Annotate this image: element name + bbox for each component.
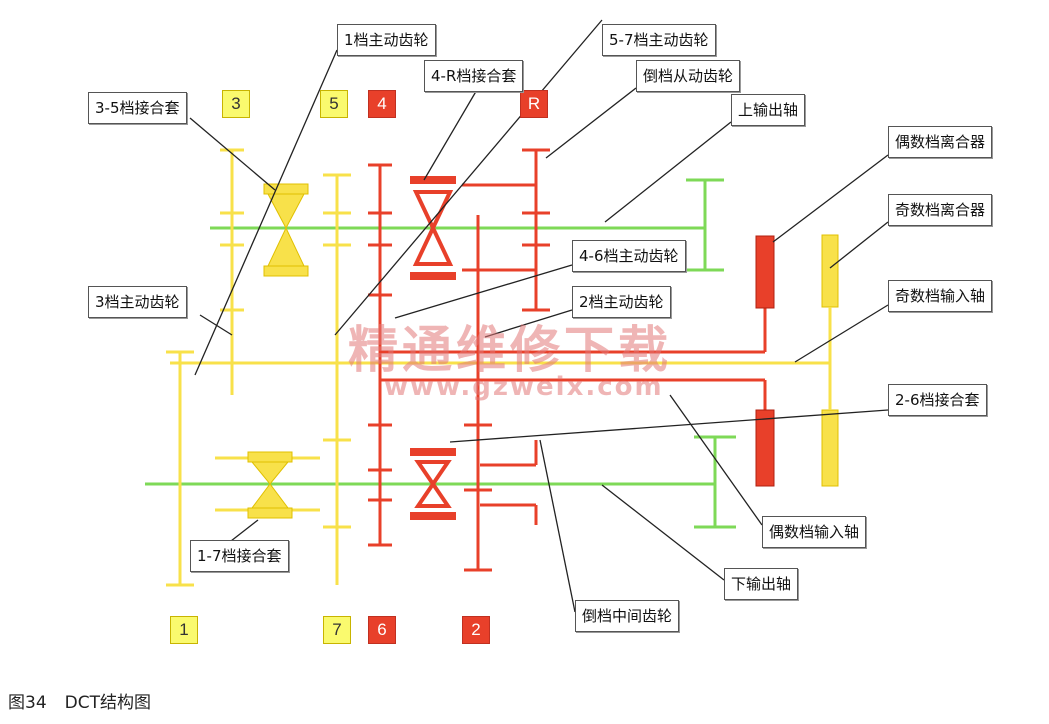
callout-sync-35: 3-5档接合套 (88, 92, 187, 124)
gear-tag-5: 5 (320, 90, 348, 118)
gear-tag-R: R (520, 90, 548, 118)
watermark-url: www.gzweix.com (384, 372, 664, 402)
callout-even-clutch: 偶数档离合器 (888, 126, 993, 158)
lower-output-shaft (145, 435, 736, 529)
leader-lines (189, 19, 889, 613)
callout-gear57-drive: 5-7档主动齿轮 (602, 24, 716, 56)
sync-26-shape (410, 448, 456, 520)
figure-caption: 图34 DCT结构图 (8, 688, 151, 713)
callout-sync-17: 1-7档接合套 (190, 540, 289, 572)
sync-35-shape (263, 183, 309, 277)
callout-gear3-drive: 3档主动齿轮 (88, 286, 187, 318)
upper-output-shaft (210, 178, 724, 272)
callout-reverse-driven: 倒档从动齿轮 (636, 60, 741, 92)
callout-odd-clutch: 奇数档离合器 (888, 194, 993, 226)
callout-sync-4R: 4-R档接合套 (424, 60, 524, 92)
callout-odd-input-shaft: 奇数档输入轴 (888, 280, 993, 312)
watermark-text: 精通维修下载 (348, 321, 672, 379)
callout-lower-output-shaft: 下输出轴 (724, 568, 799, 600)
callout-gear46-drive: 4-6档主动齿轮 (572, 240, 686, 272)
callout-gear2-drive: 2档主动齿轮 (572, 286, 671, 318)
callout-even-input-shaft: 偶数档输入轴 (762, 516, 867, 548)
gear-tag-2: 2 (462, 616, 490, 644)
figure-number: 图34 (8, 693, 47, 713)
callout-reverse-idler: 倒档中间齿轮 (575, 600, 680, 632)
odd-clutch-shape (821, 234, 839, 487)
even-gear-set (368, 148, 550, 572)
even-clutch-shape (755, 235, 775, 487)
gear-tag-6: 6 (368, 616, 396, 644)
figure-title: DCT结构图 (64, 693, 151, 713)
callout-upper-output-shaft: 上输出轴 (731, 94, 806, 126)
gear-tag-7: 7 (323, 616, 351, 644)
sync-17-shape (247, 451, 293, 519)
sync-4R-shape (410, 176, 456, 280)
callout-gear1-drive: 1档主动齿轮 (337, 24, 436, 56)
gear-tag-1: 1 (170, 616, 198, 644)
callout-sync-26: 2-6档接合套 (888, 384, 987, 416)
gear-tag-4: 4 (368, 90, 396, 118)
odd-gear-set (166, 148, 351, 587)
gear-tag-3: 3 (222, 90, 250, 118)
